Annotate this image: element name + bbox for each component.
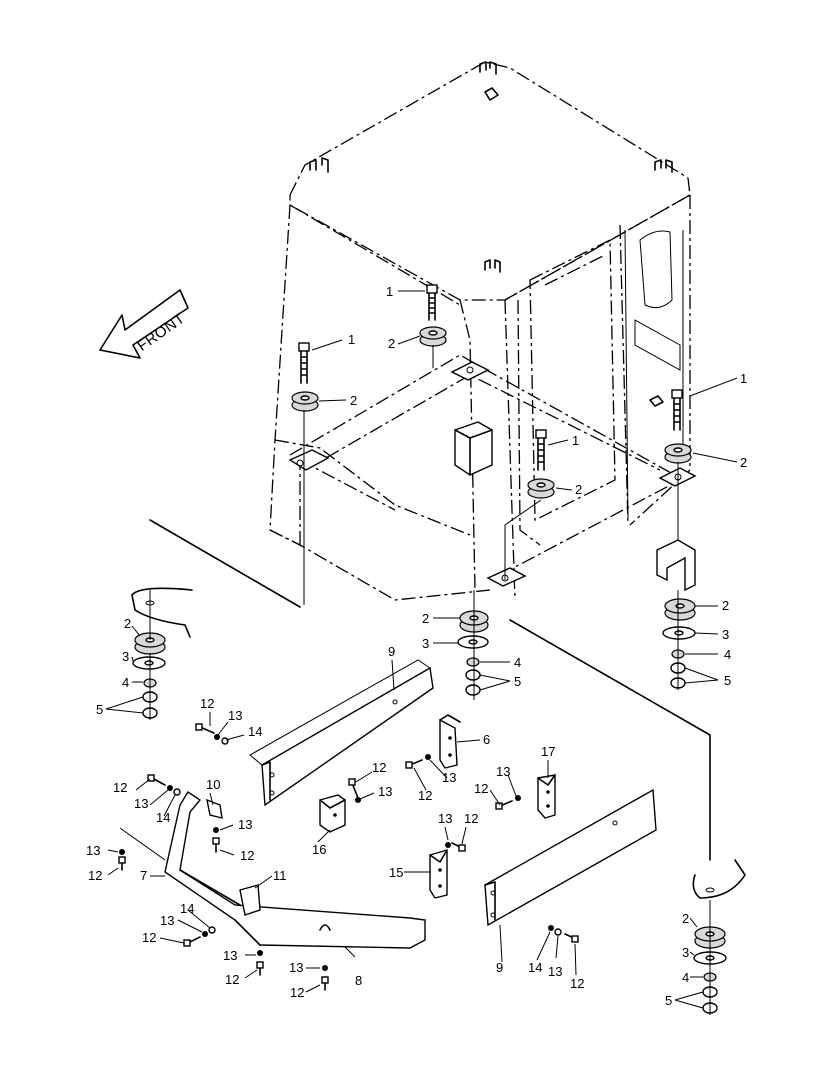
callout-5: 5 xyxy=(665,993,672,1008)
callout-13: 13 xyxy=(86,843,100,858)
callout-7: 7 xyxy=(140,868,147,883)
bolt-1b xyxy=(298,342,310,384)
bolt-1d xyxy=(671,389,683,431)
callout-14: 14 xyxy=(180,901,194,916)
bolt-1c xyxy=(535,429,547,471)
callout-3: 3 xyxy=(722,627,729,642)
callout-1: 1 xyxy=(348,332,355,347)
callout-14: 14 xyxy=(248,724,262,739)
bracket-15 xyxy=(429,849,448,899)
frame-corner-right xyxy=(509,619,746,899)
mount-left-stack xyxy=(134,632,166,655)
callout-12: 12 xyxy=(464,811,478,826)
callout-13: 13 xyxy=(228,708,242,723)
callout-3: 3 xyxy=(122,649,129,664)
callout-12: 12 xyxy=(570,976,584,991)
callout-4: 4 xyxy=(682,970,689,985)
callout-1: 1 xyxy=(740,371,747,386)
callout-9: 9 xyxy=(388,644,395,659)
callout-15: 15 xyxy=(389,865,403,880)
callout-12: 12 xyxy=(225,972,239,987)
mount-top-left xyxy=(291,391,319,412)
guard-frame xyxy=(164,791,426,949)
callout-13: 13 xyxy=(238,817,252,832)
callout-13: 13 xyxy=(223,948,237,963)
fastener-group xyxy=(118,723,579,991)
mount-right xyxy=(664,443,692,464)
callout-16: 16 xyxy=(312,842,326,857)
callout-13: 13 xyxy=(160,913,174,928)
bracket-6 xyxy=(439,714,461,769)
callout-5: 5 xyxy=(514,674,521,689)
bracket-16 xyxy=(319,794,346,833)
callout-1: 1 xyxy=(386,284,393,299)
callout-5: 5 xyxy=(96,702,103,717)
callout-4: 4 xyxy=(724,647,731,662)
callout-13: 13 xyxy=(548,964,562,979)
alignment-lines xyxy=(149,345,711,1015)
callout-2: 2 xyxy=(422,611,429,626)
callout-17: 17 xyxy=(541,744,555,759)
callout-13: 13 xyxy=(134,796,148,811)
callout-3: 3 xyxy=(422,636,429,651)
callout-11: 11 xyxy=(273,868,287,883)
callout-13: 13 xyxy=(378,784,392,799)
callout-13: 13 xyxy=(442,770,456,785)
callout-12: 12 xyxy=(240,848,254,863)
callout-6: 6 xyxy=(483,732,490,747)
callout-12: 12 xyxy=(418,788,432,803)
leader-lines xyxy=(105,290,738,1009)
cab-outline xyxy=(269,61,697,601)
front-arrow: FRONT xyxy=(99,289,189,359)
mount-top-center xyxy=(419,326,447,347)
callout-10: 10 xyxy=(206,777,220,792)
frame-corner-left xyxy=(131,519,301,638)
callout-13: 13 xyxy=(496,764,510,779)
callout-12: 12 xyxy=(113,780,127,795)
callout-2: 2 xyxy=(350,393,357,408)
callout-5: 5 xyxy=(724,673,731,688)
bolt-group xyxy=(298,284,683,471)
bracket-17 xyxy=(537,774,556,819)
callout-13: 13 xyxy=(289,960,303,975)
callout-labels: 1 1 1 1 2 2 2 2 2 2 2 2 3 3 3 3 4 4 4 4 … xyxy=(86,284,747,1008)
callout-9: 9 xyxy=(496,960,503,975)
callout-2: 2 xyxy=(682,911,689,926)
callout-12: 12 xyxy=(474,781,488,796)
mount-right-stack xyxy=(664,598,696,621)
callout-12: 12 xyxy=(372,760,386,775)
callout-3: 3 xyxy=(682,945,689,960)
callout-12: 12 xyxy=(88,868,102,883)
mount-mid xyxy=(527,478,555,499)
callout-12: 12 xyxy=(290,985,304,1000)
callout-1: 1 xyxy=(572,433,579,448)
callout-4: 4 xyxy=(514,655,521,670)
callout-14: 14 xyxy=(528,960,542,975)
callout-2: 2 xyxy=(388,336,395,351)
plate-left xyxy=(249,659,434,807)
bolt-1a xyxy=(426,284,438,321)
callout-2: 2 xyxy=(575,482,582,497)
callout-13: 13 xyxy=(438,811,452,826)
plate-right xyxy=(484,788,657,927)
callout-4: 4 xyxy=(122,675,129,690)
callout-12: 12 xyxy=(200,696,214,711)
callout-2: 2 xyxy=(740,455,747,470)
callout-12: 12 xyxy=(142,930,156,945)
bracket-right xyxy=(656,539,696,592)
callout-14: 14 xyxy=(156,810,170,825)
callout-8: 8 xyxy=(355,973,362,988)
callout-2: 2 xyxy=(722,598,729,613)
callout-2: 2 xyxy=(124,616,131,631)
